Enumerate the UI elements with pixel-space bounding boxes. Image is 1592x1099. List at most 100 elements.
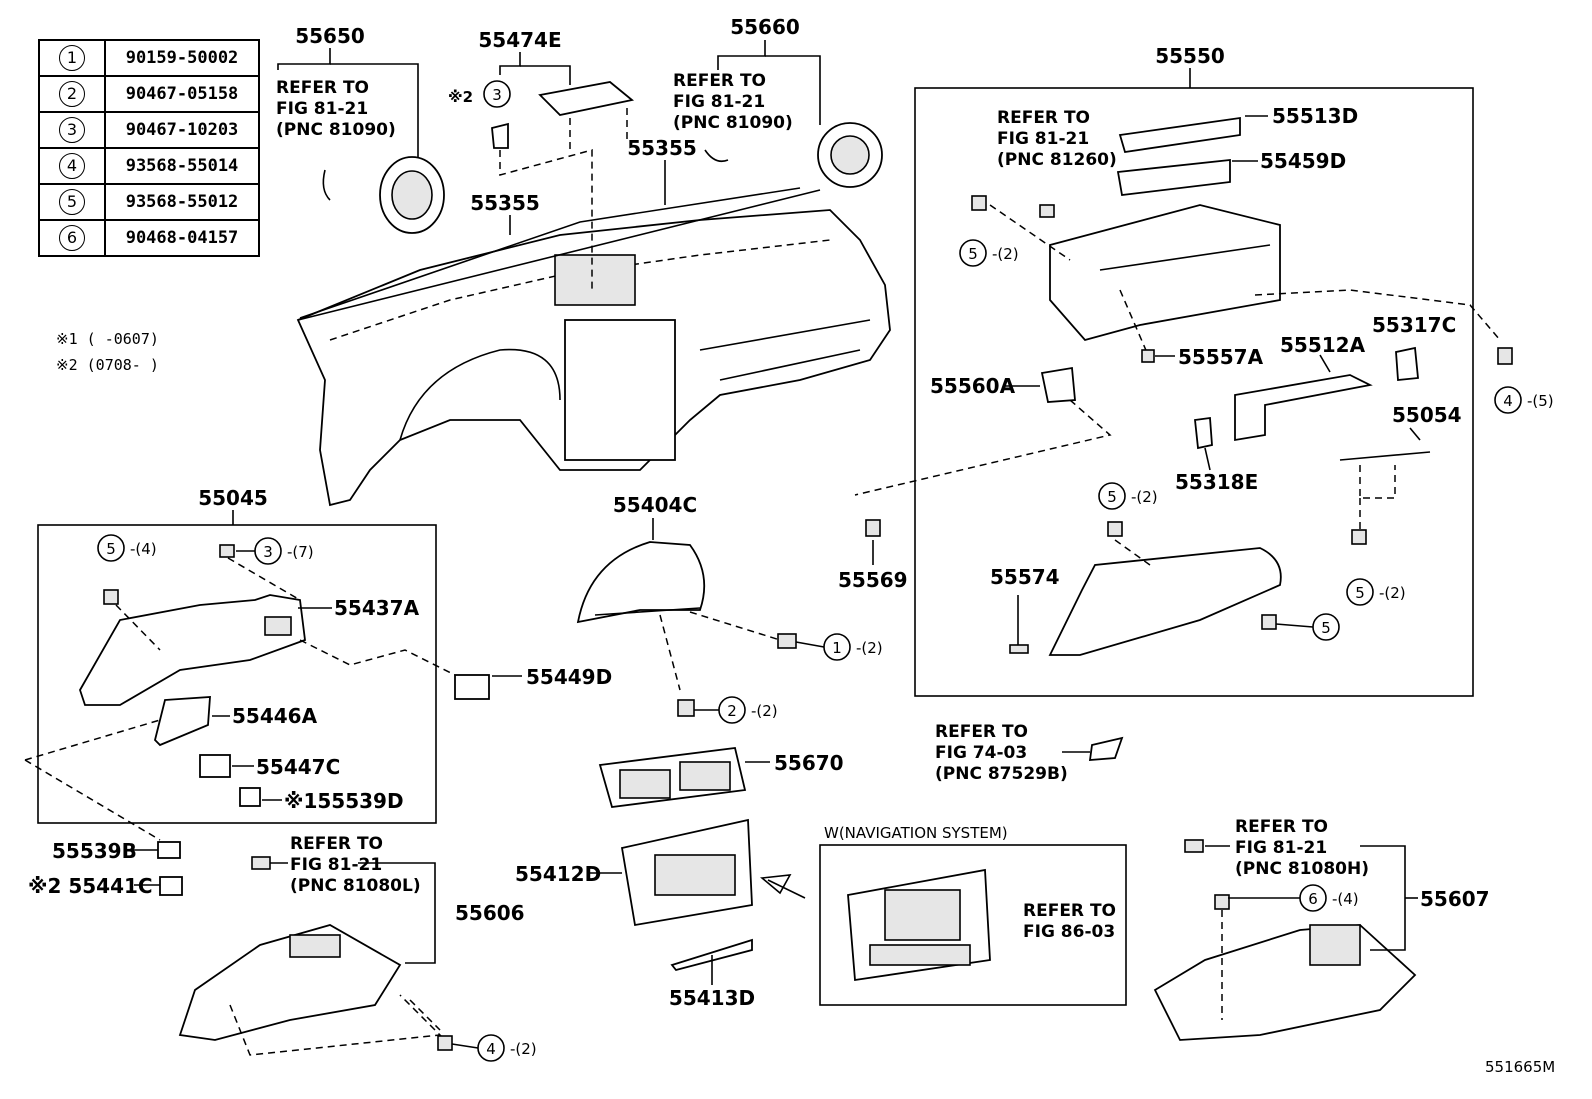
refer-2-line2: FIG 81-21 — [673, 92, 765, 112]
label-55054: 55054 — [1392, 403, 1462, 427]
trim-strip-55355 — [299, 187, 801, 319]
legend-row: 5 93568-55012 — [38, 183, 260, 221]
clip-55539B — [157, 841, 181, 859]
refer-4-line1: REFER TO — [935, 722, 1028, 742]
svg-text:4: 4 — [1503, 392, 1513, 410]
refer-2-line1: REFER TO — [673, 71, 766, 91]
label-55446A: 55446A — [232, 704, 318, 728]
legend-part-code: 90159-50002 — [104, 39, 260, 77]
callout-3-b: 3 -(7) — [236, 537, 314, 565]
svg-text:5: 5 — [968, 245, 978, 263]
label-55539B: 55539B — [52, 839, 137, 863]
label-55512A: 55512A — [1280, 333, 1366, 357]
callout-6-a: 6 -(4) — [1299, 884, 1359, 912]
instrument-panel — [296, 189, 891, 507]
callout-4-a: 4 -(5) — [1494, 386, 1554, 414]
label-55550: 55550 — [1155, 44, 1225, 68]
panel-55474E — [491, 81, 635, 290]
center-panel-55412D — [620, 818, 806, 972]
svg-text:5: 5 — [106, 540, 116, 558]
label-55355-upper: 55355 — [627, 136, 697, 160]
label-55318E: 55318E — [1175, 470, 1258, 494]
legend-number: 3 — [38, 111, 106, 149]
svg-text:-(2): -(2) — [1379, 584, 1406, 602]
label-55650: 55650 — [295, 24, 365, 48]
svg-text:5: 5 — [1321, 619, 1331, 637]
label-55437A: 55437A — [334, 596, 420, 620]
label-55412D: 55412D — [515, 862, 601, 886]
legend-number-circle: 5 — [59, 189, 85, 215]
label-55670: 55670 — [774, 751, 844, 775]
label-55459D: 55459D — [1260, 149, 1346, 173]
refer-7-line1: REFER TO — [1023, 901, 1116, 921]
callout-5-c: 5 -(2) — [1346, 578, 1406, 606]
label-star2: ※2 — [448, 88, 473, 106]
lower-cover-55606 — [178, 856, 453, 1056]
side-vent-55660 — [704, 122, 883, 188]
clip-55441C — [159, 876, 183, 896]
label-55513D: 55513D — [1272, 104, 1358, 128]
svg-text:5: 5 — [1355, 584, 1365, 602]
note-2: ※2 (0708- ) — [56, 356, 159, 374]
label-55404C: 55404C — [613, 493, 697, 517]
legend-number: 1 — [38, 39, 106, 77]
callout-5-d: 5 — [1275, 613, 1340, 641]
svg-text:-(2): -(2) — [992, 245, 1019, 263]
refer-5-line3: (PNC 81080L) — [290, 876, 421, 896]
legend-number-circle: 3 — [59, 117, 85, 143]
meter-hood-55404C — [576, 541, 797, 717]
label-55355-lower: 55355 — [470, 191, 540, 215]
refer-3-line3: (PNC 81260) — [997, 150, 1117, 170]
svg-text:6: 6 — [1308, 890, 1318, 908]
svg-text:3: 3 — [492, 86, 502, 104]
refer-3-line1: REFER TO — [997, 108, 1090, 128]
label-55317C: 55317C — [1372, 313, 1456, 337]
refer-1-line2: FIG 81-21 — [276, 99, 368, 119]
lower-cover-55607 — [1153, 839, 1417, 1041]
side-vent-55650 — [322, 156, 445, 234]
legend-number: 2 — [38, 75, 106, 113]
callout-1-a: 1 -(2) — [795, 633, 883, 661]
label-55574: 55574 — [990, 565, 1060, 589]
label-55447C: 55447C — [256, 755, 340, 779]
center-vent-55670 — [598, 747, 747, 808]
group-box-55045 — [37, 524, 437, 824]
legend-part-code: 93568-55012 — [104, 183, 260, 221]
label-55413D: 55413D — [669, 986, 755, 1010]
diagram-id: 551665M — [1485, 1058, 1555, 1076]
svg-text:-(2): -(2) — [510, 1040, 537, 1058]
refer-4-line2: FIG 74-03 — [935, 743, 1027, 763]
note-1: ※1 ( -0607) — [56, 330, 159, 348]
legend-number: 5 — [38, 183, 106, 221]
switch-55449D — [454, 674, 490, 700]
callout-5-e: 5 -(4) — [97, 534, 157, 562]
label-55539D: ※155539D — [284, 789, 404, 813]
legend-part-code: 93568-55014 — [104, 147, 260, 185]
svg-text:-(2): -(2) — [856, 639, 883, 657]
refer-6-line3: (PNC 81080H) — [1235, 859, 1369, 879]
label-55441C: ※2 55441C — [28, 874, 153, 898]
callout-5-b: 5 -(2) — [1098, 482, 1158, 510]
refer-6-line2: FIG 81-21 — [1235, 838, 1327, 858]
callout-2-a: 2 -(2) — [694, 696, 778, 724]
svg-text:-(2): -(2) — [1131, 488, 1158, 506]
svg-text:2: 2 — [727, 702, 737, 720]
refer-1-line3: (PNC 81090) — [276, 120, 396, 140]
refer-7-line2: FIG 86-03 — [1023, 922, 1115, 942]
svg-text:-(4): -(4) — [1332, 890, 1359, 908]
svg-text:4: 4 — [486, 1040, 496, 1058]
legend-number: 6 — [38, 219, 106, 257]
callout-3-upper: 3 — [483, 80, 511, 108]
label-55045: 55045 — [198, 486, 268, 510]
legend-number: 4 — [38, 147, 106, 185]
legend-part-code: 90468-04157 — [104, 219, 260, 257]
legend-part-code: 90467-05158 — [104, 75, 260, 113]
callout-5-a: 5 -(2) — [959, 239, 1019, 267]
lower-panel-55045 — [24, 544, 490, 841]
svg-text:3: 3 — [263, 543, 273, 561]
